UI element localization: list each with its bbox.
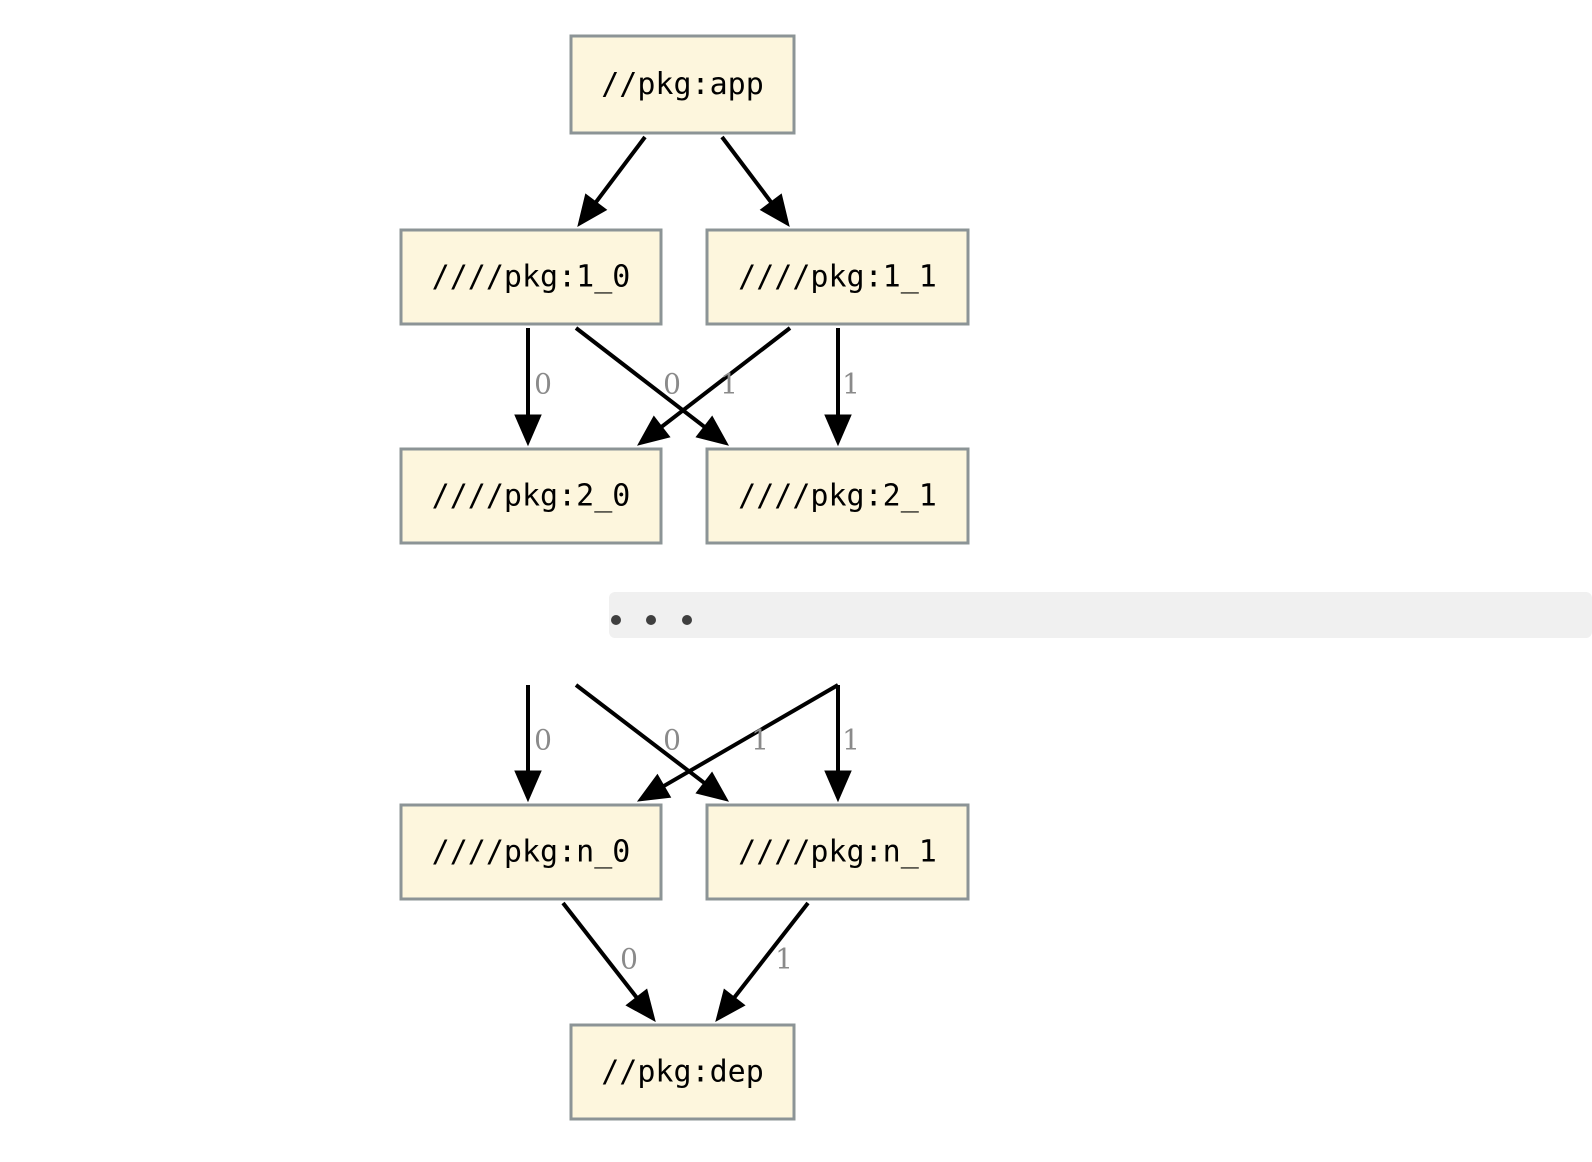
arrowhead-icon: [637, 415, 671, 446]
edge-label: 0: [534, 724, 552, 757]
edge-label: 0: [620, 943, 638, 976]
edge-line: [720, 135, 773, 204]
arrowhead-icon: [695, 771, 729, 802]
node-box[interactable]: [705, 803, 970, 901]
edge-label: 1: [775, 943, 793, 976]
graph-node-n1_0[interactable]: ////pkg:1_0: [399, 228, 663, 326]
edge-upstream-to-nn_1: [574, 683, 729, 802]
node-label: ////pkg:1_0: [432, 260, 631, 295]
node-box[interactable]: [569, 1023, 796, 1121]
arrowhead-icon: [824, 414, 852, 447]
node-layer: //pkg:app ////pkg:1_0 ////pkg:1_1 ////pkg:2…: [399, 34, 970, 1121]
node-box[interactable]: [705, 447, 970, 545]
graph-node-n1_1[interactable]: ////pkg:1_1: [705, 228, 970, 326]
arrowhead-icon: [577, 193, 608, 228]
edge-label: 1: [720, 368, 738, 401]
edge-layer: [514, 135, 852, 1022]
ellipsis-divider: [609, 592, 1592, 638]
arrowhead-icon: [759, 193, 790, 228]
edge-n1_1-to-n2_0: [637, 326, 792, 446]
graph-node-nn_0[interactable]: ////pkg:n_0: [399, 803, 663, 901]
edge-line: [662, 683, 840, 788]
edge-upstream-to-nn_0: [514, 685, 542, 803]
edge-label: 1: [842, 368, 860, 401]
ellipsis-dot-0: [611, 615, 621, 625]
graph-node-nn_1[interactable]: ////pkg:n_1: [705, 803, 970, 901]
node-label: ////pkg:1_1: [738, 260, 937, 295]
edge-label: 0: [534, 368, 552, 401]
edge-app-to-n1_1: [720, 135, 790, 228]
edge-label: 1: [751, 724, 769, 757]
edge-line: [732, 901, 810, 999]
node-box[interactable]: [399, 228, 663, 326]
edge-line: [574, 683, 706, 785]
arrowhead-icon: [625, 988, 656, 1022]
edge-n1_0-to-n2_0: [514, 328, 542, 447]
node-box[interactable]: [399, 803, 663, 901]
node-box[interactable]: [705, 228, 970, 326]
edge-line: [561, 901, 639, 999]
arrowhead-icon: [514, 414, 542, 447]
edge-nn_0-to-dep: [561, 901, 656, 1022]
node-label: ////pkg:n_0: [432, 835, 631, 870]
graph-node-dep[interactable]: //pkg:dep: [569, 1023, 796, 1121]
edge-nn_1-to-dep: [715, 901, 810, 1022]
edge-label: 1: [842, 724, 860, 757]
graph-node-n2_1[interactable]: ////pkg:2_1: [705, 447, 970, 545]
arrowhead-icon: [715, 988, 746, 1022]
node-label: //pkg:app: [601, 67, 764, 102]
edge-line: [594, 135, 647, 204]
arrowhead-icon: [514, 770, 542, 803]
node-box[interactable]: [569, 34, 796, 135]
edge-upstream-to-nn_0: [636, 683, 840, 802]
edge-n1_1-to-n2_1: [824, 328, 852, 447]
node-label: ////pkg:2_1: [738, 479, 937, 514]
graph-node-n2_0[interactable]: ////pkg:2_0: [399, 447, 663, 545]
ellipsis-dot-1: [646, 615, 656, 625]
edge-label: 0: [663, 368, 681, 401]
edge-label: 0: [663, 724, 681, 757]
node-label: ////pkg:n_1: [738, 835, 937, 870]
ellipsis-band: [609, 592, 1592, 638]
edge-app-to-n1_0: [577, 135, 647, 228]
edge-line: [660, 326, 792, 429]
edge-upstream-to-nn_1: [824, 685, 852, 803]
node-box[interactable]: [399, 447, 663, 545]
edge-label-layer: 0 0 1 1 0 0 1 1 0 1: [534, 368, 860, 976]
edge-line: [574, 326, 706, 429]
graph-node-app[interactable]: //pkg:app: [569, 34, 796, 135]
ellipsis-dot-2: [682, 615, 692, 625]
arrowhead-icon: [636, 773, 672, 802]
arrowhead-icon: [695, 415, 729, 446]
arrowhead-icon: [824, 770, 852, 803]
node-label: //pkg:dep: [601, 1055, 764, 1090]
node-label: ////pkg:2_0: [432, 479, 631, 514]
